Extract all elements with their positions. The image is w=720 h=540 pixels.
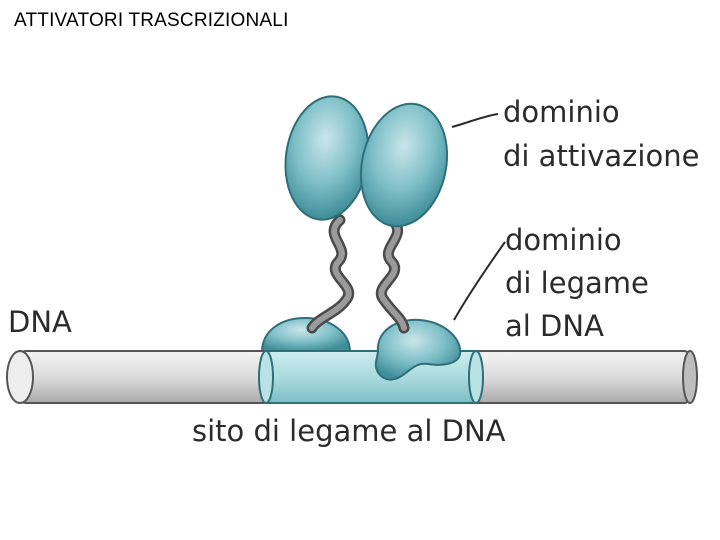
binding-domain-label-line3: al DNA <box>505 309 604 343</box>
slide-title: ATTIVATORI TRASCRIZIONALI <box>14 10 289 31</box>
dna-binding-domain-left <box>260 316 352 353</box>
activation-domain-right <box>359 102 449 228</box>
dna-binding-domain-right <box>374 318 462 381</box>
activation-domain-label-line2: di attivazione <box>503 139 699 173</box>
binding-site-label: sito di legame al DNA <box>192 414 506 448</box>
binding-domain-label-line2: di legame <box>505 266 649 300</box>
dna-label: DNA <box>8 305 72 339</box>
protein-linkers <box>306 214 410 334</box>
activation-domain-label-line1: dominio <box>503 95 620 129</box>
binding-domain-leader <box>453 241 506 321</box>
dna-end <box>6 350 34 404</box>
activation-domain-leader <box>451 113 499 128</box>
binding-domain-label-line1: dominio <box>505 223 622 257</box>
activation-domain-left <box>284 95 370 221</box>
